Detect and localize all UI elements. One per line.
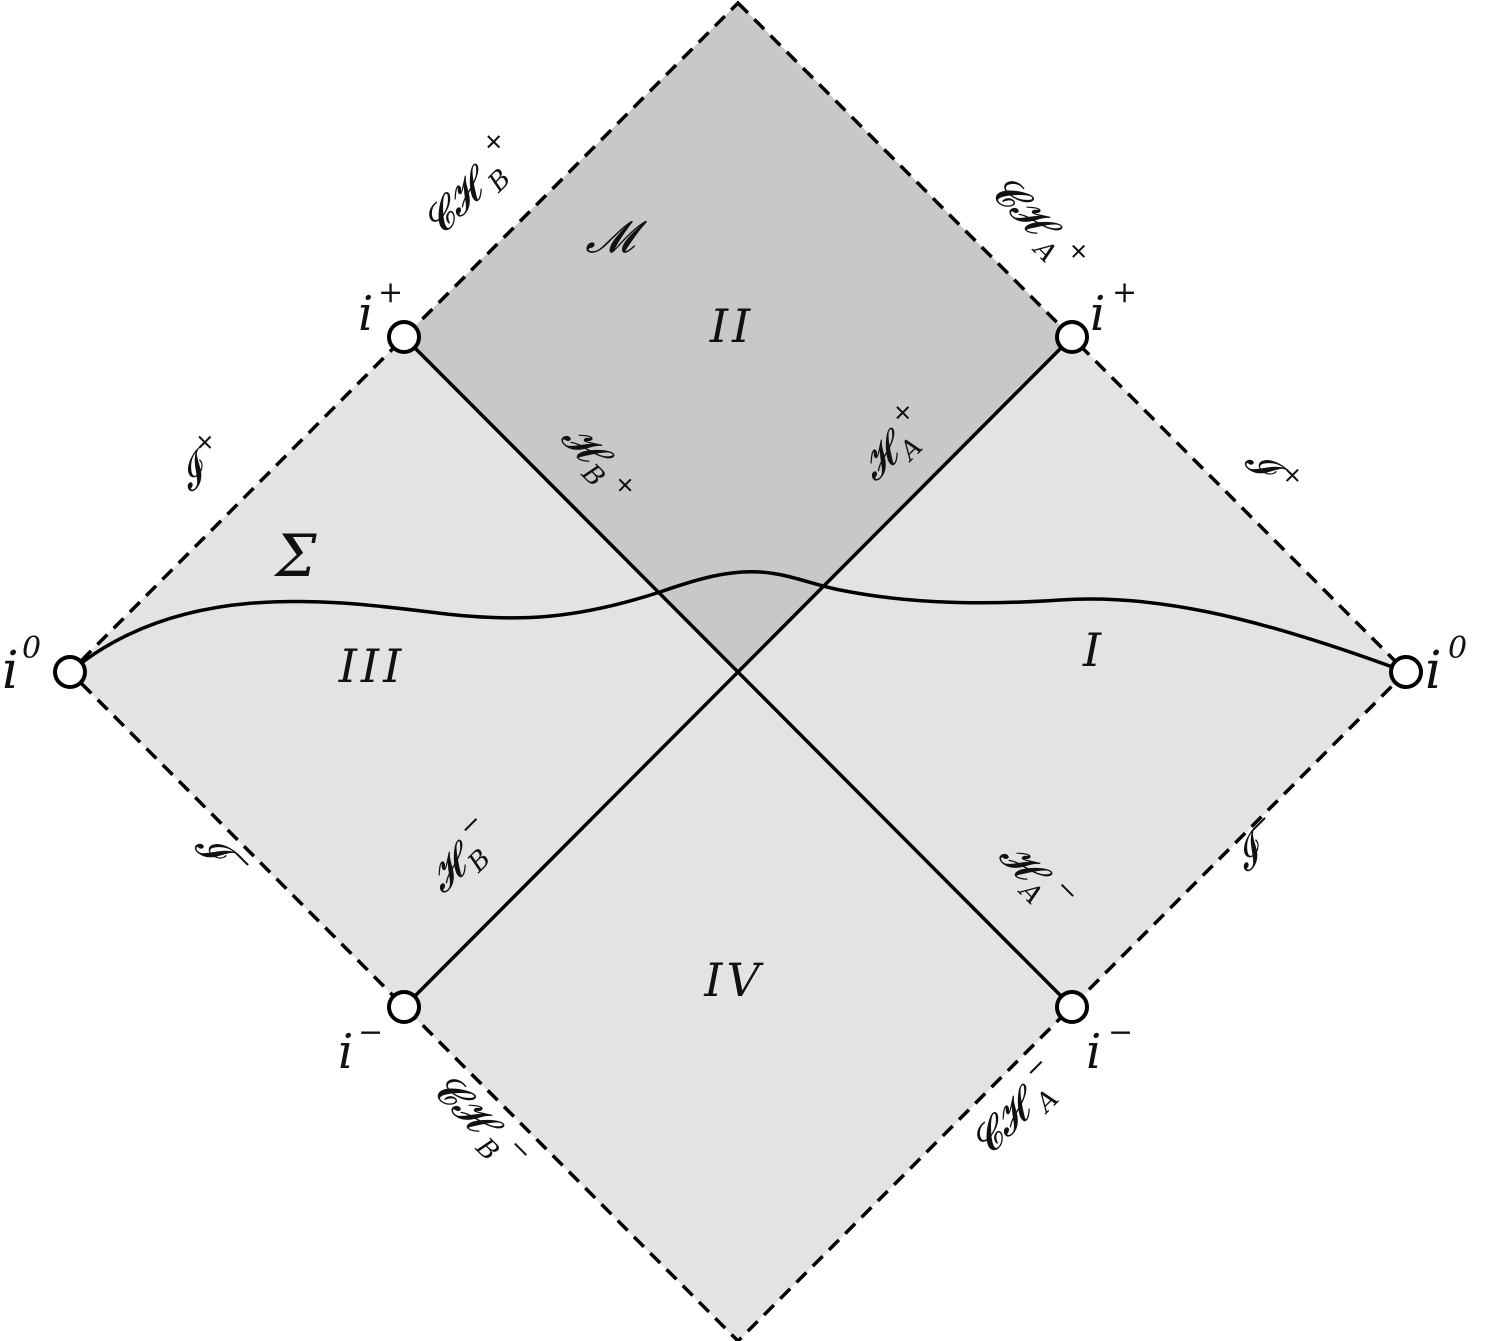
svg-text:B: B [469,1132,504,1167]
scri-plus-left-label: 𝓘 + [166,424,224,499]
horizon-a-line [402,335,1074,1009]
i-minus-right-label: i − [1086,1015,1133,1080]
i-plus-left-point [387,320,421,354]
svg-text:+: + [1060,233,1097,270]
svg-text:B: B [482,164,517,199]
i-minus-right-point [1055,990,1089,1024]
svg-text:−: − [358,1015,383,1050]
i-minus-left-point [387,990,421,1024]
region-label-II: II [709,299,754,353]
i-plus-left-label: i + [358,275,403,342]
exterior-region-shading [70,337,1406,1341]
scri-plus-right-label: 𝓘 + [1237,438,1311,496]
region-label-I: I [1082,623,1105,677]
svg-text:A: A [1026,233,1062,269]
region-label-IV: IV [703,953,764,1007]
svg-text:A: A [1029,1084,1065,1120]
svg-text:i: i [2,641,19,701]
svg-text:i: i [1086,1024,1101,1080]
svg-text:+: + [1112,275,1137,310]
svg-text:+: + [475,124,512,161]
svg-text:i: i [358,286,373,342]
i-zero-left-label: i 0 [2,631,41,701]
i-zero-left-point [53,655,87,689]
svg-text:i: i [1425,641,1442,701]
i-plus-right-label: i + [1090,275,1137,342]
svg-text:+: + [378,275,403,310]
i-minus-left-label: i − [338,1015,383,1080]
svg-text:−: − [1108,1015,1133,1050]
sigma-curve [68,569,1407,674]
sigma-label: Σ [273,522,317,590]
svg-text:−: − [502,1131,539,1168]
region-label-III: III [338,639,406,693]
svg-text:i: i [1090,286,1105,342]
diagram-boundary [67,0,1409,1341]
i-plus-right-point [1055,320,1089,354]
svg-text:0: 0 [1448,631,1467,666]
svg-text:i: i [338,1024,353,1080]
i-zero-right-label: i 0 [1425,631,1467,701]
svg-text:+: + [187,424,224,461]
i-zero-right-point [1389,655,1423,689]
svg-text:0: 0 [22,631,41,666]
